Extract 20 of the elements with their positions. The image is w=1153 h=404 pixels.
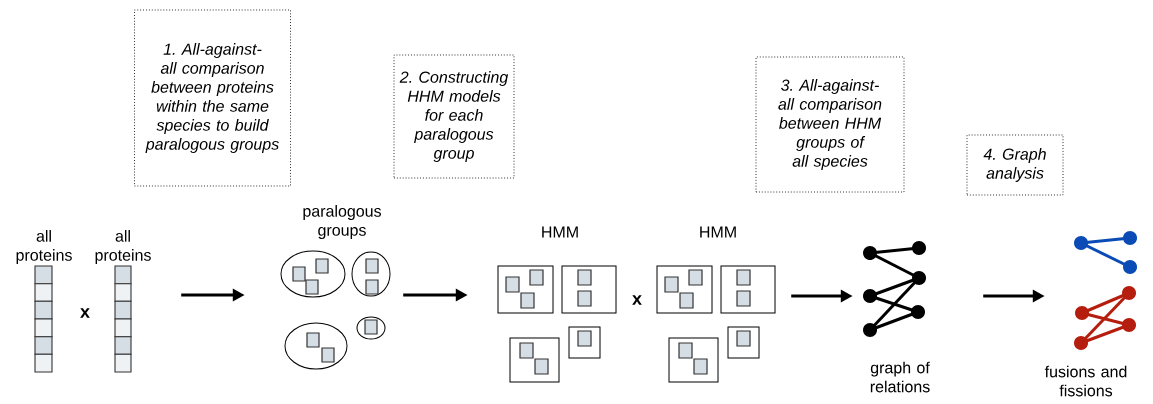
paralogous-groups-drawing xyxy=(280,250,391,370)
node-label: all proteins xyxy=(16,230,72,264)
step-box: 4. Graph analysis xyxy=(966,134,1064,196)
protein-column xyxy=(34,265,53,373)
graph-drawing xyxy=(863,241,926,337)
graph-drawing xyxy=(1074,231,1137,350)
times-sign: x xyxy=(632,295,642,305)
node-label: all proteins xyxy=(95,230,151,264)
node-label: graph of relations xyxy=(870,361,930,393)
step-box: 2. Constructing HHM models for each paralogous group xyxy=(393,54,515,179)
protein-column xyxy=(114,265,132,373)
node-label: paralogous groups xyxy=(303,205,381,239)
node-label: HMM xyxy=(542,226,578,238)
node-label: fusions and fissions xyxy=(1044,365,1127,397)
step-box: 3. All-against-all comparison between HHM groups of all species xyxy=(755,56,905,193)
hmm-boxes-drawing xyxy=(656,265,776,383)
times-sign: x xyxy=(80,308,90,318)
hmm-boxes-drawing xyxy=(497,265,617,383)
node-label: HMM xyxy=(700,226,736,238)
step-box: 1. All-against-all comparison between proteins within the same species to build paralogous groups xyxy=(134,9,291,187)
